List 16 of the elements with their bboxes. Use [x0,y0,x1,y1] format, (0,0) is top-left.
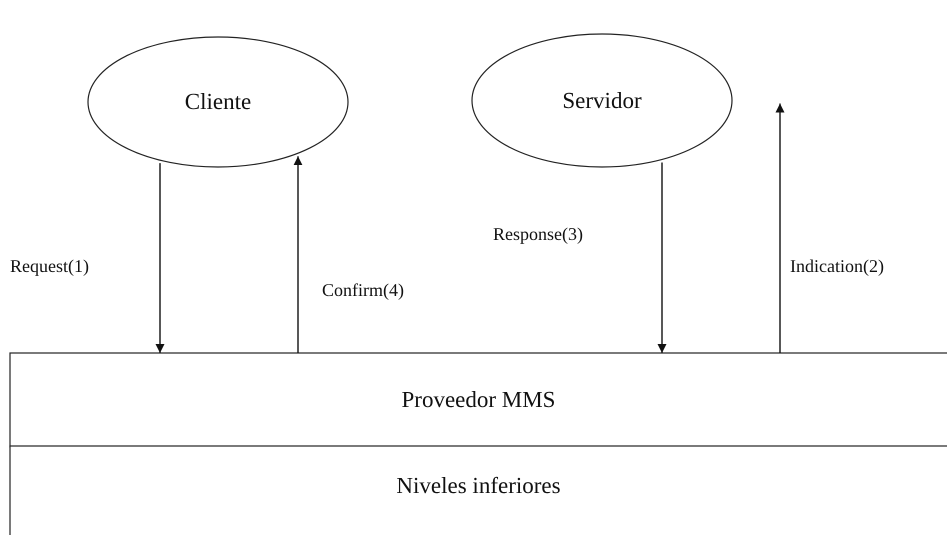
node-label: Servidor [562,88,642,114]
arrow [658,162,666,353]
node-label: Cliente [184,89,252,115]
node-label: Niveles inferiores [396,473,561,499]
edge-label: Response(3) [493,224,583,245]
arrow [294,156,302,353]
edge-label: Confirm(4) [322,280,404,301]
client-ellipse [87,36,349,168]
layer-box [9,445,947,535]
edge-label: Request(1) [10,256,89,277]
node-label: Proveedor MMS [402,387,556,413]
arrow [776,104,784,353]
arrow [156,163,164,353]
layer-box [9,352,947,448]
server-ellipse [471,33,733,168]
edge-label: Indication(2) [790,256,884,277]
